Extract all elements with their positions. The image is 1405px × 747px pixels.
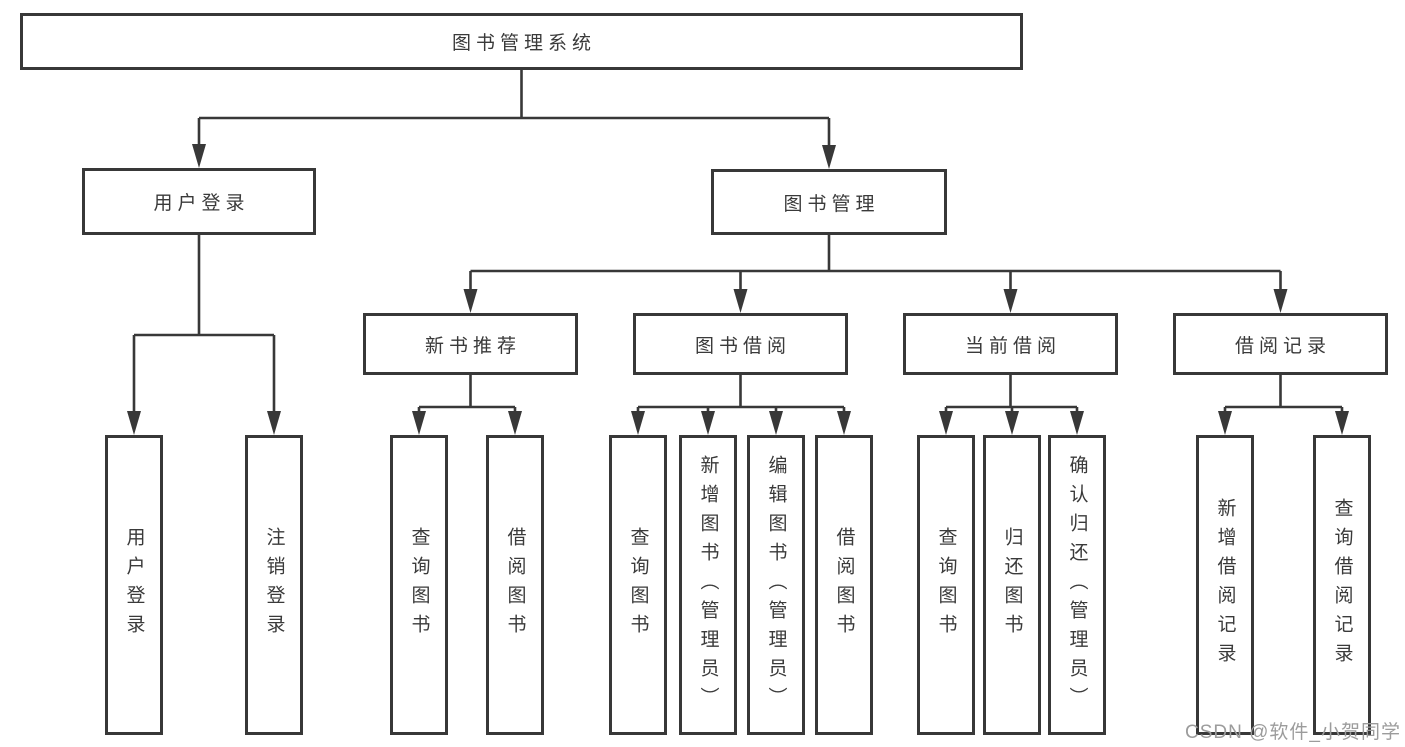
- leaf-borrow-books-recommend: 借阅图书: [486, 435, 544, 735]
- node-library-management-system: 图书管理系统: [20, 13, 1023, 70]
- leaf-user-login: 用户登录: [105, 435, 163, 735]
- leaf-query-books-borrow: 查询图书: [609, 435, 667, 735]
- leaf-query-borrow-record: 查询借阅记录: [1313, 435, 1371, 735]
- leaf-add-books-admin: 新增图书（管理员）: [679, 435, 737, 735]
- node-user-login: 用户登录: [82, 168, 316, 235]
- leaf-logout: 注销登录: [245, 435, 303, 735]
- leaf-confirm-return-admin: 确认归还（管理员）: [1048, 435, 1106, 735]
- node-new-book-recommend: 新书推荐: [363, 313, 578, 375]
- node-book-borrow: 图书借阅: [633, 313, 848, 375]
- leaf-query-books-recommend: 查询图书: [390, 435, 448, 735]
- node-borrow-records: 借阅记录: [1173, 313, 1388, 375]
- leaf-borrow-books: 借阅图书: [815, 435, 873, 735]
- node-current-borrow: 当前借阅: [903, 313, 1118, 375]
- leaf-add-borrow-record: 新增借阅记录: [1196, 435, 1254, 735]
- leaf-query-books-current: 查询图书: [917, 435, 975, 735]
- leaf-return-books: 归还图书: [983, 435, 1041, 735]
- leaf-edit-books-admin: 编辑图书（管理员）: [747, 435, 805, 735]
- node-book-management: 图书管理: [711, 169, 947, 235]
- csdn-watermark: CSDN @软件_小贺同学: [1185, 722, 1401, 743]
